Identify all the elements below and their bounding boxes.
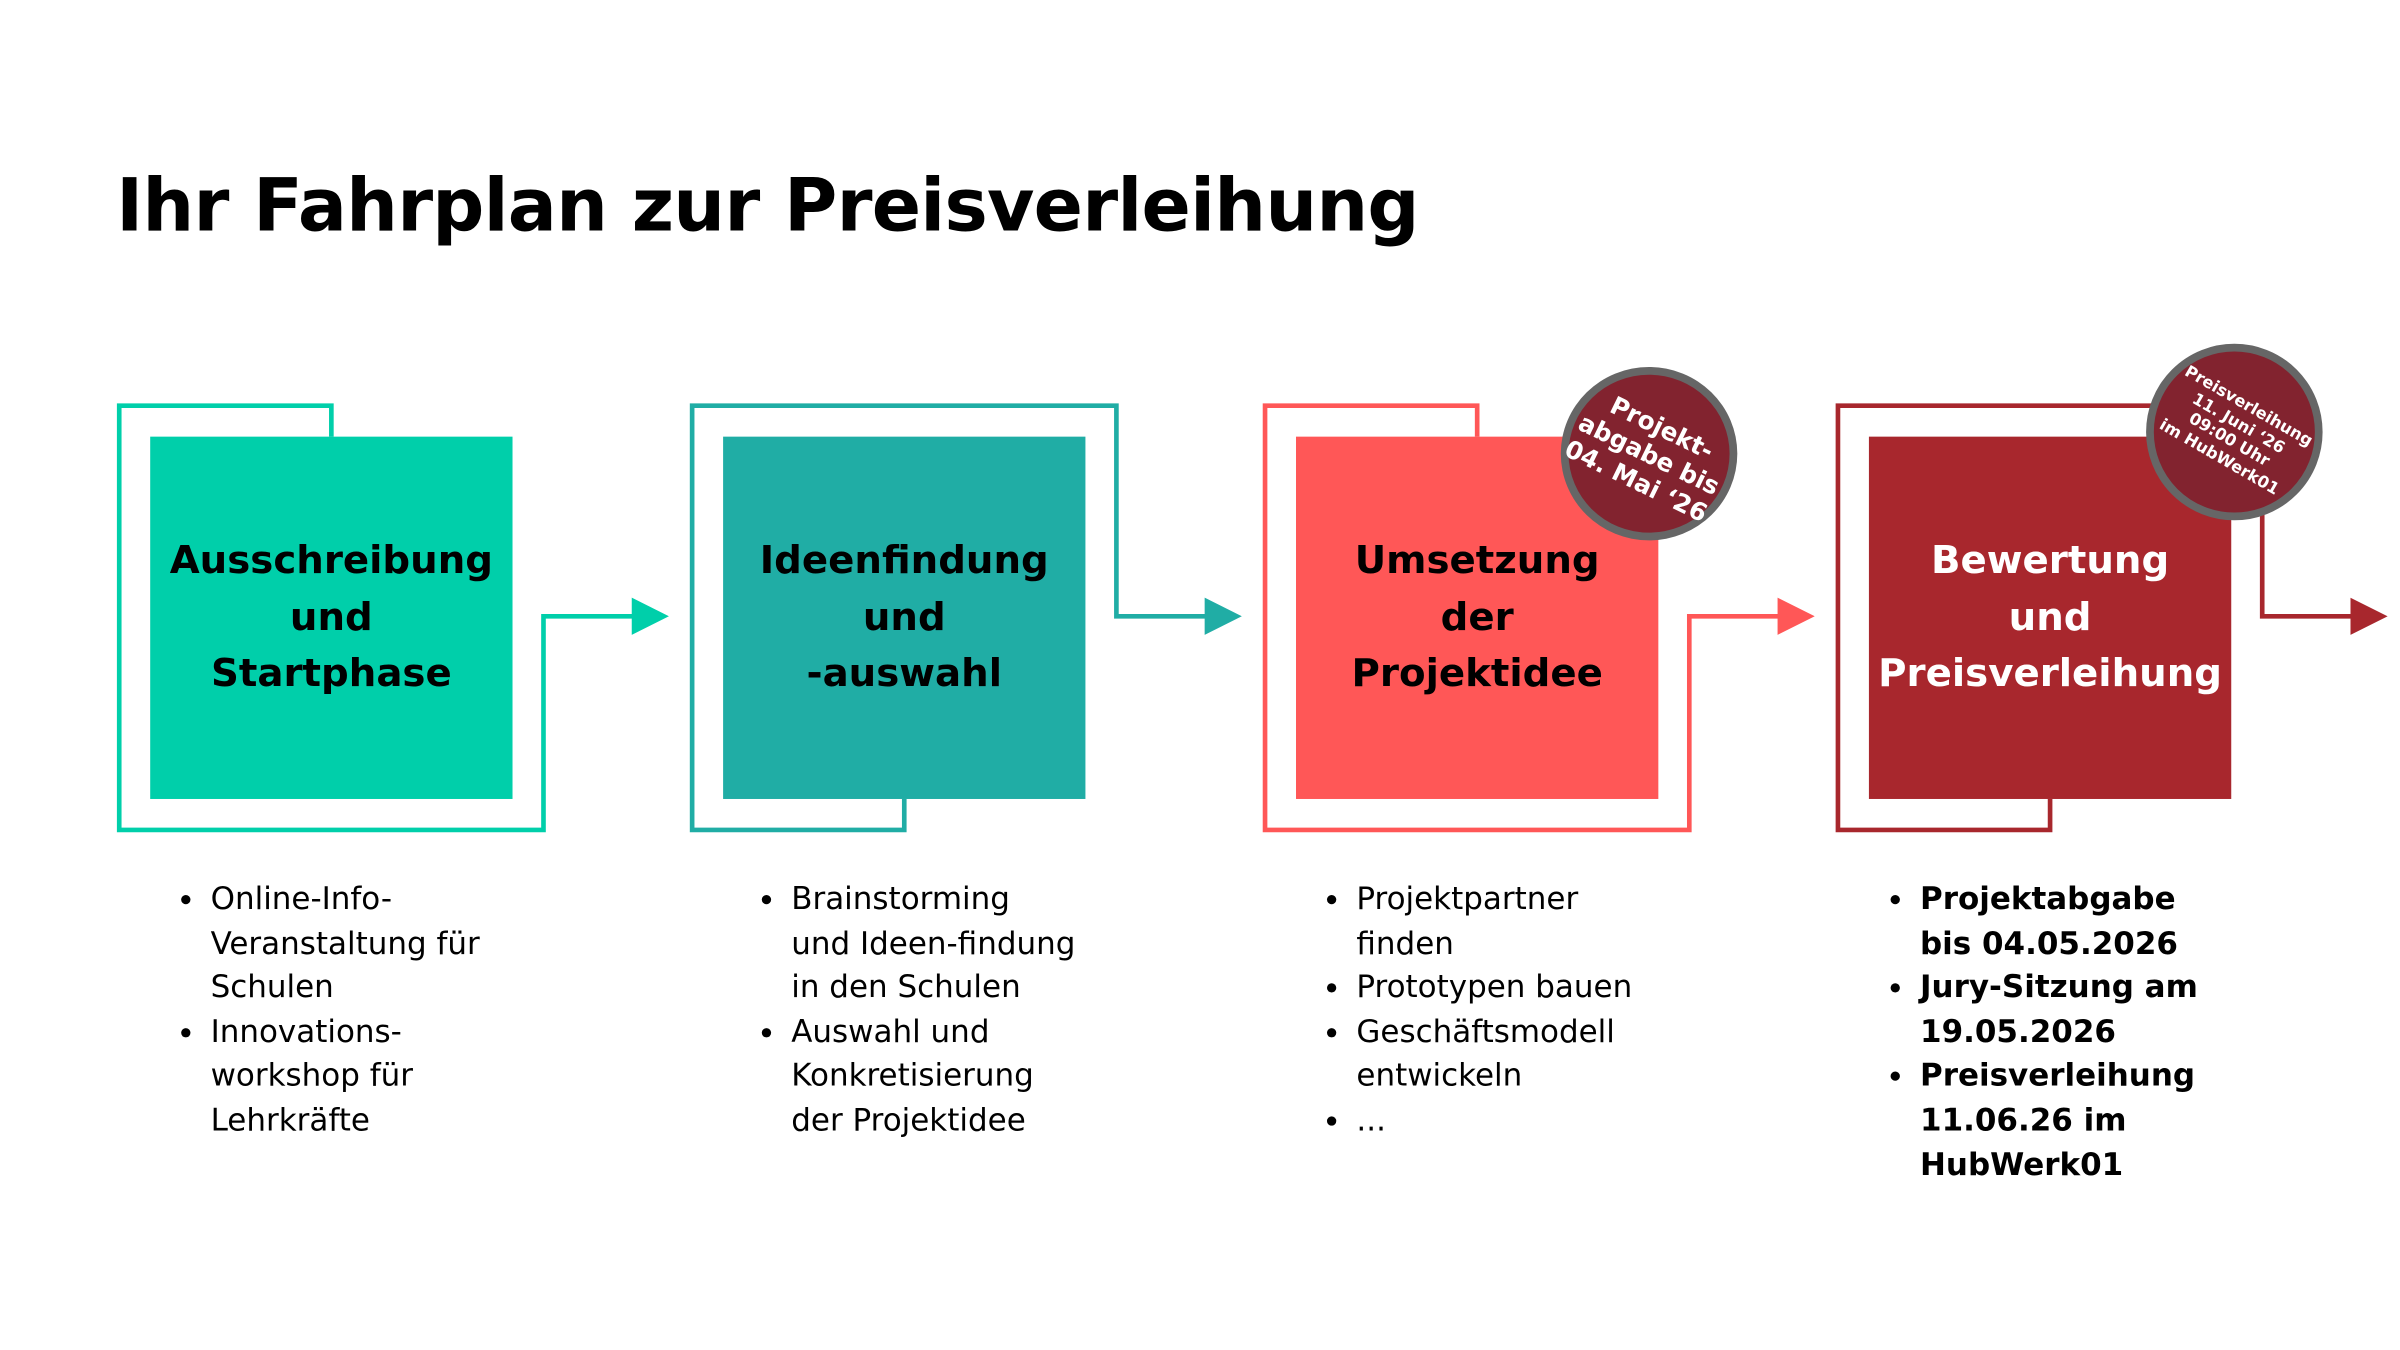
card-title-line: Ideenfindung [759, 537, 1049, 583]
award-badge: Preisverleihung 11. Juni ‘26 09:00 Uhr i… [2146, 343, 2323, 521]
card-title-line: Ausschreibung [169, 537, 493, 583]
card-title-line: Startphase [210, 650, 452, 696]
frame-step-4 [1835, 403, 2378, 833]
card-title-line: und [862, 594, 946, 640]
list-item: Auswahl und Konkretisierung der Projekti… [791, 1009, 1077, 1142]
list-item: Geschäftsmodell entwickeln [1356, 1009, 1666, 1098]
card-title-line: Preisverleihung [1878, 650, 2222, 696]
list-item: Prototypen bauen [1356, 965, 1666, 1009]
frame-step-3 [1262, 403, 1815, 833]
card-title-line: Umsetzung [1354, 537, 1600, 583]
card-title-line: Projektidee [1351, 650, 1603, 696]
deadline-badge: Projekt- abgabe bis 04. Mai ‘26 [1560, 366, 1738, 541]
list-item: Projektpartner finden [1356, 876, 1666, 965]
list-item: Preisverleihung 11.06.26 im HubWerk01 [1920, 1053, 2230, 1186]
list-item: Projektabgabe bis 04.05.2026 [1920, 876, 2230, 965]
card-title-line: und [2008, 594, 2092, 640]
step-card-ideenfindung: Ideenfindung und -auswahl [723, 436, 1086, 799]
step-2-details: Brainstorming und Ideen-findung in den S… [759, 876, 1078, 1142]
step-3-details: Projektpartner finden Prototypen bauen G… [1324, 876, 1666, 1142]
list-item: Online-Info-Veranstaltung für Schulen [211, 876, 521, 1009]
step-1-details: Online-Info-Veranstaltung für Schulen In… [178, 876, 520, 1142]
card-title-line: und [289, 594, 373, 640]
list-item: ... [1356, 1098, 1666, 1142]
frame-step-1 [116, 403, 669, 833]
card-title-line: -auswahl [806, 650, 1003, 696]
list-item: Brainstorming und Ideen-findung in den S… [791, 876, 1077, 1009]
list-item: Innovations-workshop für Lehrkräfte [211, 1009, 521, 1142]
card-title-line: Bewertung [1930, 537, 2170, 583]
frame-step-2 [689, 403, 1242, 833]
card-title-line: der [1440, 594, 1514, 640]
page-title: Ihr Fahrplan zur Preisverleihung [116, 164, 1419, 250]
list-item: Jury-Sitzung am 19.05.2026 [1920, 965, 2230, 1054]
step-4-details: Projektabgabe bis 04.05.2026 Jury-Sitzun… [1887, 876, 2229, 1186]
